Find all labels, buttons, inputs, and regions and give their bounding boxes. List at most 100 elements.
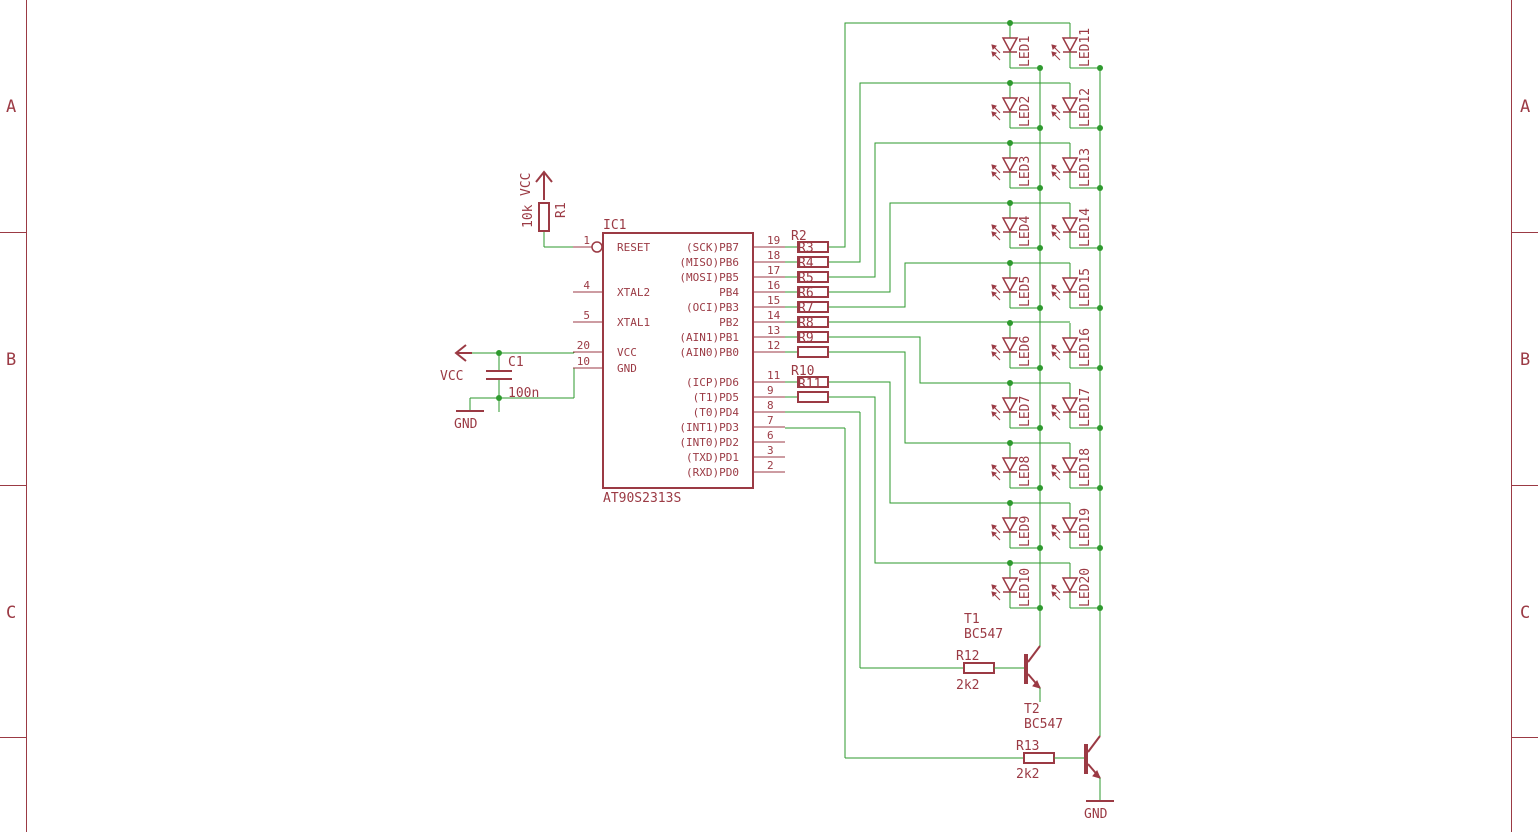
led-light-ray [993,106,1001,114]
led-triangle [1001,157,1019,173]
vcc-symbol-left: VCC [440,344,472,384]
led-label: LED6 [1018,336,1033,367]
led: LED11 [1051,23,1093,68]
current-limit-resistor [797,271,829,283]
r12-value: 2k2 [956,678,979,693]
c1-value: 100n [508,386,539,401]
led-light-ray [993,466,1001,474]
led-ray-arrow [1051,524,1057,530]
led-ray-arrow [1051,531,1057,537]
junction [1037,305,1043,311]
led-label: LED9 [1018,516,1033,547]
led-ray-arrow [991,224,997,230]
led-light-ray [993,113,1001,121]
led-row-wire [828,262,1070,308]
capacitor-c1: C1 100n [486,355,539,401]
ic-pin-number: 6 [767,429,774,442]
led-ray-arrow [1051,231,1057,237]
led-triangle [1001,277,1019,293]
ic-pin-name: (T0)PD4 [693,406,740,419]
led-light-ray [1053,226,1061,234]
frame-letter-b-left: B [6,350,16,370]
led: LED19 [1051,503,1093,548]
junction [1097,545,1103,551]
led: LED9 [991,503,1033,548]
led-triangle [1061,457,1079,473]
led-ray-arrow [1051,111,1057,117]
led: LED8 [991,443,1033,488]
led-ray-arrow [991,171,997,177]
led-light-ray [993,473,1001,481]
led-ray-arrow [1051,51,1057,57]
led-row-wire [828,22,1070,248]
ic-pin-number: 7 [767,414,774,427]
led-label: LED12 [1078,88,1093,127]
frame-letter-a-right: A [1520,97,1530,117]
led-ray-arrow [1051,464,1057,470]
led-label: LED10 [1018,568,1033,607]
junction [1037,65,1043,71]
led-light-ray [993,593,1001,601]
ic-pin-name: (RXD)PD0 [686,466,739,479]
led: LED5 [991,263,1033,308]
led-light-ray [993,226,1001,234]
led-triangle [1001,577,1019,593]
led-triangle [1001,217,1019,233]
led-label: LED16 [1078,328,1093,367]
led-light-ray [993,406,1001,414]
led-light-ray [1053,293,1061,301]
ic-pin-name: GND [617,362,637,375]
led-light-ray [1053,406,1061,414]
led-light-ray [993,293,1001,301]
led-triangle [1001,97,1019,113]
led-light-ray [1053,533,1061,541]
frame-letter-c-left: C [6,603,16,623]
ic-pin-name: (ICP)PD6 [686,376,739,389]
led-light-ray [993,173,1001,181]
current-limit-resistor [797,301,829,313]
t1-name: T1 [964,612,980,627]
led-row-wire [828,351,1070,444]
ic-pin-name: (TXD)PD1 [686,451,739,464]
led-row-wire [828,202,1070,293]
led-ray-arrow [991,591,997,597]
resistor-label: R4 [798,256,814,271]
led: LED1 [991,23,1033,68]
ic-pin-name: (AIN1)PB1 [679,331,739,344]
resistor-label: R9 [798,331,814,346]
led-label: LED4 [1018,216,1033,247]
junction [1007,440,1013,446]
led-ray-arrow [991,51,997,57]
ic-pin-name: (INT0)PD2 [679,436,739,449]
ic-pin-name: (AIN0)PB0 [679,346,739,359]
led-ray-arrow [991,404,997,410]
led-label: LED1 [1018,36,1033,67]
led: LED7 [991,383,1033,428]
led-light-ray [1053,286,1061,294]
ic-pin-number: 2 [767,459,774,472]
junction [1037,425,1043,431]
junction [1037,125,1043,131]
ic-pin-number: 14 [767,309,781,322]
resistor-label: R11 [798,377,821,392]
gnd-bottom-label: GND [1084,807,1108,822]
r13-name: R13 [1016,739,1039,754]
led: LED3 [991,143,1033,188]
led-row-wire [828,336,1070,384]
junction [1097,485,1103,491]
junction [1007,200,1013,206]
r1-name: R1 [554,202,569,218]
led-ray-arrow [991,584,997,590]
led-triangle [1061,397,1079,413]
led-label: LED8 [1018,456,1033,487]
junction [1037,365,1043,371]
led-light-ray [1053,413,1061,421]
led-label: LED15 [1078,268,1093,307]
frame-letter-c-right: C [1520,603,1530,623]
led-label: LED13 [1078,148,1093,187]
led-ray-arrow [991,44,997,50]
junction [1097,365,1103,371]
junction [1007,80,1013,86]
led-light-ray [1053,466,1061,474]
